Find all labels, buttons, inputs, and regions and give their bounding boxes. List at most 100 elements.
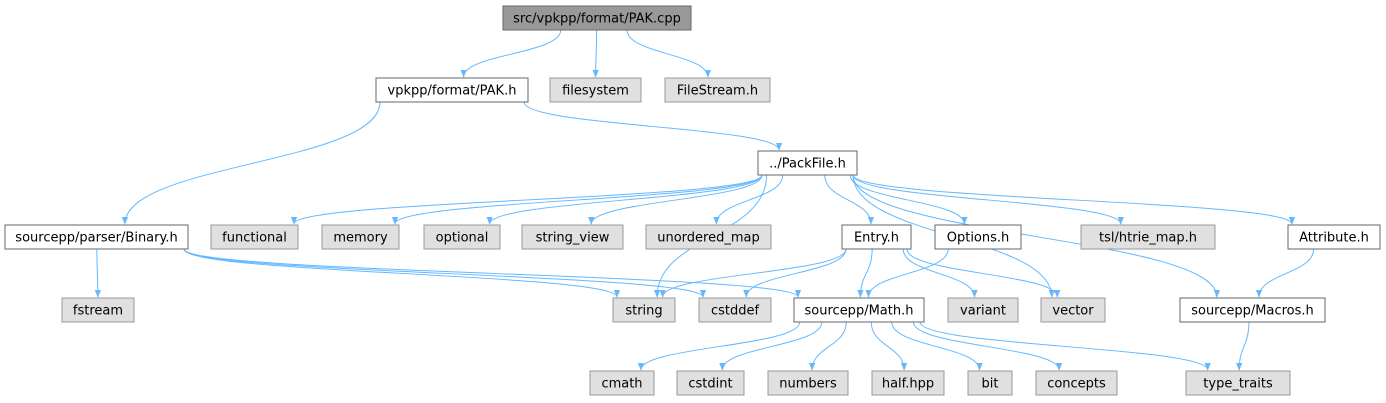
node-macros-h[interactable]: sourcepp/Macros.h [1179,297,1326,323]
edge-packfile_h-to-entry_h [824,174,875,225]
node-box [4,224,189,250]
edge-packfile_h-to-htrie_map_h [852,174,1124,225]
node-packfile-h[interactable]: ../PackFile.h [757,150,858,176]
node-box [793,297,925,323]
edge-packfile_h-to-functional [290,174,763,225]
node-memory: memory [321,224,400,250]
edge-binary_h-to-string [183,248,621,298]
edge-packfile_h-to-unordered_map [713,174,784,225]
node-box [549,77,642,103]
node-box [521,224,624,250]
node-cstddef: cstddef [698,297,772,323]
edge-pak_h-to-binary_h [121,101,381,225]
node-string: string [612,297,676,323]
node-label: vpkpp/format/PAK.h [388,84,517,99]
edge-pak_cpp-to-filesystem [592,29,599,78]
node-label: concepts [1047,377,1106,392]
node-label: string_view [536,231,610,246]
node-box [645,224,772,250]
edge-packfile_h-to-optional [486,174,763,225]
edge-entry_h-to-cstddef [743,248,847,298]
node-functional: functional [210,224,299,250]
node-box [1179,297,1326,323]
node-label: vector [1052,304,1094,319]
node-label: filesystem [562,84,629,99]
node-box [612,297,676,323]
node-box [947,297,1019,323]
node-binary-h[interactable]: sourcepp/parser/Binary.h [4,224,189,250]
node-box [1040,297,1106,323]
edge-macros_h-to-type_traits [1235,321,1250,371]
edge-pak_cpp-to-pak_h [460,29,562,78]
node-label: cstdint [688,377,732,392]
node-box [61,297,135,323]
node-box [1287,224,1381,250]
nodes-layer: src/vpkpp/format/PAK.cpp vpkpp/format/PAK… [4,5,1381,396]
edge-options_h-to-math_h [865,248,949,298]
node-cmath: cmath [589,370,655,396]
node-box [210,224,299,250]
node-box [423,224,501,250]
edge-math_h-to-type_traits [919,321,1211,371]
edge-binary_h-to-cstddef [183,248,707,298]
edge-binary_h-to-fstream [94,248,102,298]
node-label: functional [222,231,287,246]
node-label: Entry.h [854,231,899,246]
edge-packfile_h-to-attribute_h [852,174,1296,225]
edge-entry_h-to-vector [906,248,1061,298]
node-label: cstddef [711,304,760,319]
node-box [934,224,1022,250]
node-optional: optional [423,224,501,250]
node-box [1035,370,1118,396]
node-type-traits: type_traits [1185,370,1291,396]
node-attribute-h[interactable]: Attribute.h [1287,224,1381,250]
node-label: unordered_map [657,231,760,246]
node-label: sourcepp/Macros.h [1191,304,1314,319]
edge-pak_cpp-to-filestream_h [626,29,712,78]
node-label: memory [333,231,388,246]
node-label: FileStream.h [677,84,758,99]
node-box [757,150,858,176]
edge-math_h-to-half_hpp [870,321,908,371]
node-box [321,224,400,250]
edge-attribute_h-to-macros_h [1255,248,1315,298]
node-label: optional [436,231,489,246]
edge-packfile_h-to-string_view [588,174,763,225]
edge-math_h-to-concepts [912,321,1063,371]
node-numbers: numbers [767,370,849,396]
node-box [502,5,692,31]
node-filesystem: filesystem [549,77,642,103]
node-label: Options.h [947,231,1010,246]
node-math-h[interactable]: sourcepp/Math.h [793,297,925,323]
node-bit: bit [967,370,1013,396]
node-box [871,370,945,396]
node-box [967,370,1013,396]
node-box [1185,370,1291,396]
node-label: ../PackFile.h [769,157,846,172]
node-options-h[interactable]: Options.h [934,224,1022,250]
node-label: fstream [73,304,123,319]
edge-packfile_h-to-memory [391,174,763,225]
edge-math_h-to-bit [891,321,983,371]
node-entry-h[interactable]: Entry.h [841,224,912,250]
node-filestream-h: FileStream.h [664,77,771,103]
node-pak-cpp[interactable]: src/vpkpp/format/PAK.cpp [502,5,692,31]
node-label: src/vpkpp/format/PAK.cpp [513,12,681,27]
node-pak-h[interactable]: vpkpp/format/PAK.h [375,77,529,103]
node-label: numbers [779,377,837,392]
node-htrie-map-h: tsl/htrie_map.h [1080,224,1216,250]
node-box [767,370,849,396]
node-box [1080,224,1216,250]
node-unordered-map: unordered_map [645,224,772,250]
edge-entry_h-to-math_h [857,248,873,298]
node-box [698,297,772,323]
node-box [841,224,912,250]
node-label: half.hpp [882,377,934,392]
edge-math_h-to-cmath [637,321,801,371]
node-label: variant [960,304,1006,319]
edge-math_h-to-numbers [808,321,847,371]
node-box [676,370,745,396]
node-label: type_traits [1203,377,1273,392]
node-label: sourcepp/parser/Binary.h [15,231,177,246]
